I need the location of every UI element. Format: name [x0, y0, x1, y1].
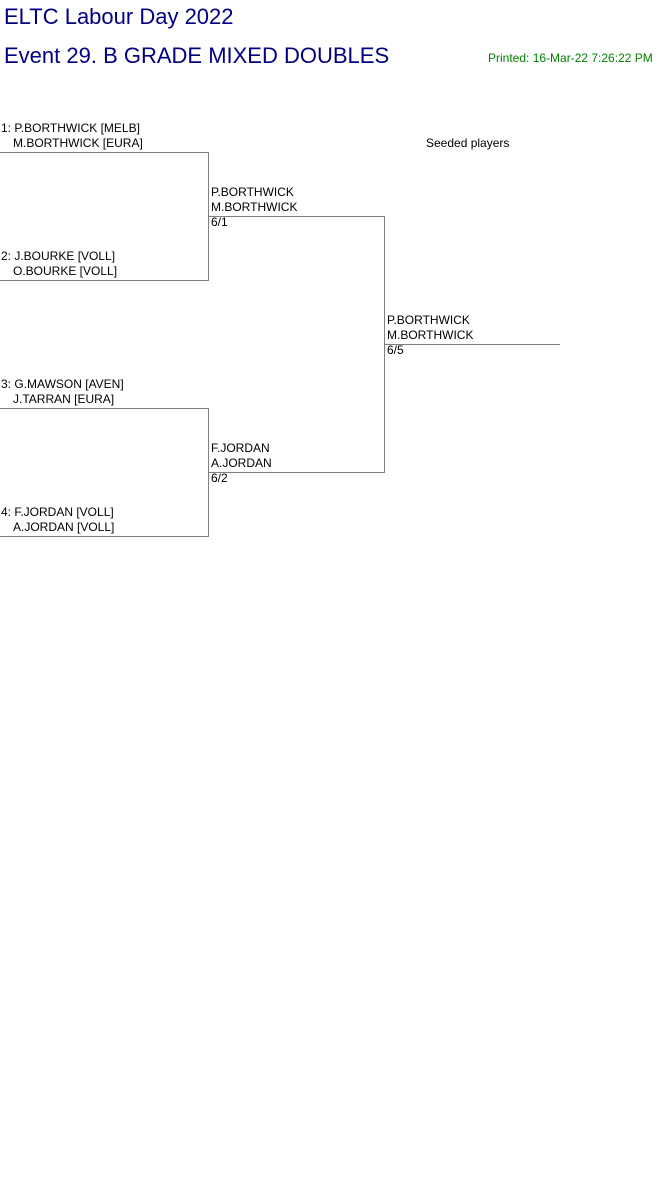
draw-entry-1: 1: P.BORTHWICK [MELB] M.BORTHWICK [EURA] — [1, 121, 143, 151]
draw-entry-3: 3: G.MAWSON [AVEN] J.TARRAN [EURA] — [1, 377, 124, 407]
draw-entry-4: 4: F.JORDAN [VOLL] A.JORDAN [VOLL] — [1, 505, 114, 535]
bracket-line — [384, 344, 560, 345]
entry-player-2: M.BORTHWICK [EURA] — [13, 136, 143, 150]
entry-player-1: 2: J.BOURKE [VOLL] — [1, 249, 116, 263]
entry-player-2: A.JORDAN [VOLL] — [13, 520, 115, 534]
seeded-players-label: Seeded players — [426, 136, 510, 150]
winner-player-2: A.JORDAN — [211, 456, 272, 470]
entry-player-1: 1: P.BORTHWICK [MELB] — [1, 121, 140, 135]
bracket-line — [0, 536, 209, 537]
event-title: Event 29. B GRADE MIXED DOUBLES — [4, 43, 390, 68]
bracket-line — [208, 216, 385, 217]
winner-player-2: M.BORTHWICK — [211, 200, 298, 214]
semifinal-winner-1: P.BORTHWICK M.BORTHWICK 6/1 — [211, 185, 297, 230]
final-winner: P.BORTHWICK M.BORTHWICK 6/5 — [387, 313, 473, 358]
bracket-line — [208, 472, 385, 473]
bracket-line — [0, 280, 209, 281]
match-score: 6/5 — [387, 343, 404, 357]
entry-player-2: J.TARRAN [EURA] — [13, 392, 115, 406]
entry-player-1: 3: G.MAWSON [AVEN] — [1, 377, 124, 391]
tournament-title: ELTC Labour Day 2022 — [4, 4, 234, 29]
entry-player-2: O.BOURKE [VOLL] — [13, 264, 118, 278]
draw-entry-2: 2: J.BOURKE [VOLL] O.BOURKE [VOLL] — [1, 249, 117, 279]
semifinal-winner-2: F.JORDAN A.JORDAN 6/2 — [211, 441, 272, 486]
winner-player-1: F.JORDAN — [211, 441, 270, 455]
printed-timestamp: Printed: 16-Mar-22 7:26:22 PM — [488, 51, 653, 65]
bracket-line — [0, 152, 209, 153]
winner-player-2: M.BORTHWICK — [387, 328, 474, 342]
winner-player-1: P.BORTHWICK — [387, 313, 470, 327]
winner-player-1: P.BORTHWICK — [211, 185, 294, 199]
bracket-line — [0, 408, 209, 409]
match-score: 6/1 — [211, 215, 228, 229]
entry-player-1: 4: F.JORDAN [VOLL] — [1, 505, 114, 519]
match-score: 6/2 — [211, 471, 228, 485]
